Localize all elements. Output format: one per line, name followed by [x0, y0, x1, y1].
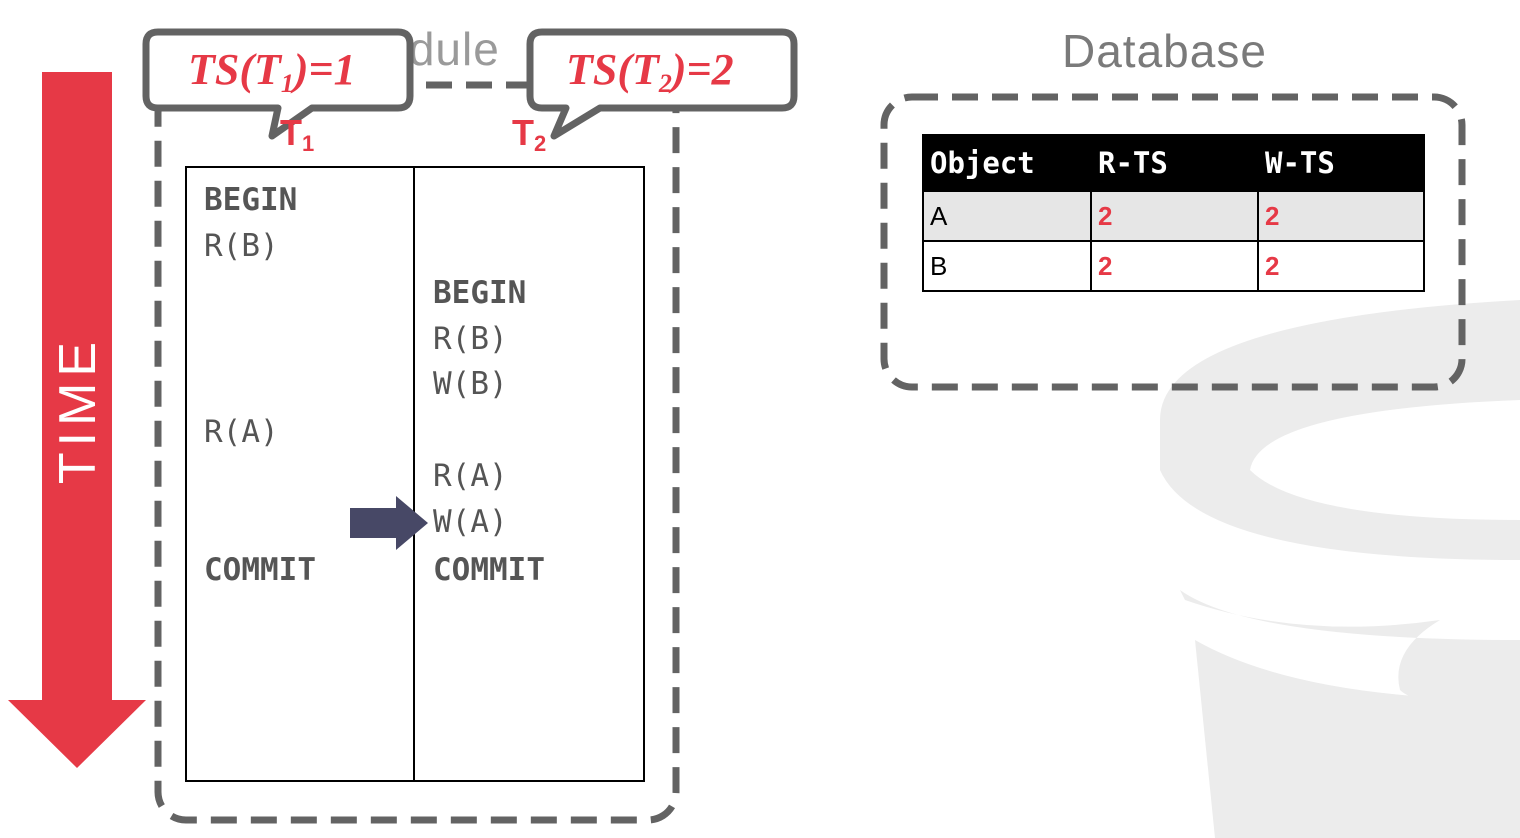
ts2-prefix: TS(T	[566, 45, 659, 94]
ts2-suffix: )=2	[671, 45, 734, 94]
t2-read-a: R(A)	[433, 458, 508, 494]
t1-read-a: R(A)	[204, 414, 279, 450]
ts1-prefix: TS(T	[188, 45, 281, 94]
timestamp-bubbles	[142, 28, 798, 140]
timestamp-t1-bubble: TS(T1)=1	[188, 44, 356, 98]
t2-commit: COMMIT	[433, 552, 545, 588]
database-title: Database	[1062, 25, 1267, 77]
txn-t1-header: T1	[280, 112, 315, 156]
row-object: B	[922, 240, 1092, 292]
database-container	[880, 93, 1466, 391]
t1-begin: BEGIN	[204, 182, 298, 218]
row-object: A	[922, 190, 1092, 242]
schedule-container	[154, 81, 680, 824]
row-wts: 2	[1257, 240, 1425, 292]
column-header-wts: W-TS	[1257, 134, 1425, 192]
txn-t2-sub: 2	[534, 131, 547, 156]
ts1-sub: 1	[280, 69, 294, 98]
table-row: A 2 2	[922, 190, 1425, 242]
time-arrow-icon	[8, 72, 146, 768]
column-header-object: Object	[922, 134, 1092, 192]
txn-t1-name: T	[280, 112, 302, 153]
ts2-sub: 2	[658, 69, 672, 98]
txn-t2-header: T2	[512, 112, 547, 156]
timestamp-table: Object R-TS W-TS A 2 2 B 2 2	[922, 134, 1425, 292]
row-wts: 2	[1257, 190, 1425, 242]
row-rts: 2	[1090, 190, 1259, 242]
table-row: B 2 2	[922, 240, 1425, 292]
table-header-row: Object R-TS W-TS	[922, 134, 1425, 192]
t2-write-a: W(A)	[433, 504, 508, 540]
column-header-rts: R-TS	[1090, 134, 1259, 192]
current-step-arrow-icon	[350, 496, 428, 550]
txn-t2-name: T	[512, 112, 534, 153]
row-rts: 2	[1090, 240, 1259, 292]
t2-write-b: W(B)	[433, 366, 508, 402]
timestamp-t2-bubble: TS(T2)=2	[566, 44, 734, 98]
t1-commit: COMMIT	[204, 552, 316, 588]
ts1-suffix: )=1	[293, 45, 356, 94]
txn-t1-sub: 1	[302, 131, 315, 156]
t1-read-b: R(B)	[204, 228, 279, 264]
t2-read-b: R(B)	[433, 321, 508, 357]
t2-begin: BEGIN	[433, 275, 527, 311]
